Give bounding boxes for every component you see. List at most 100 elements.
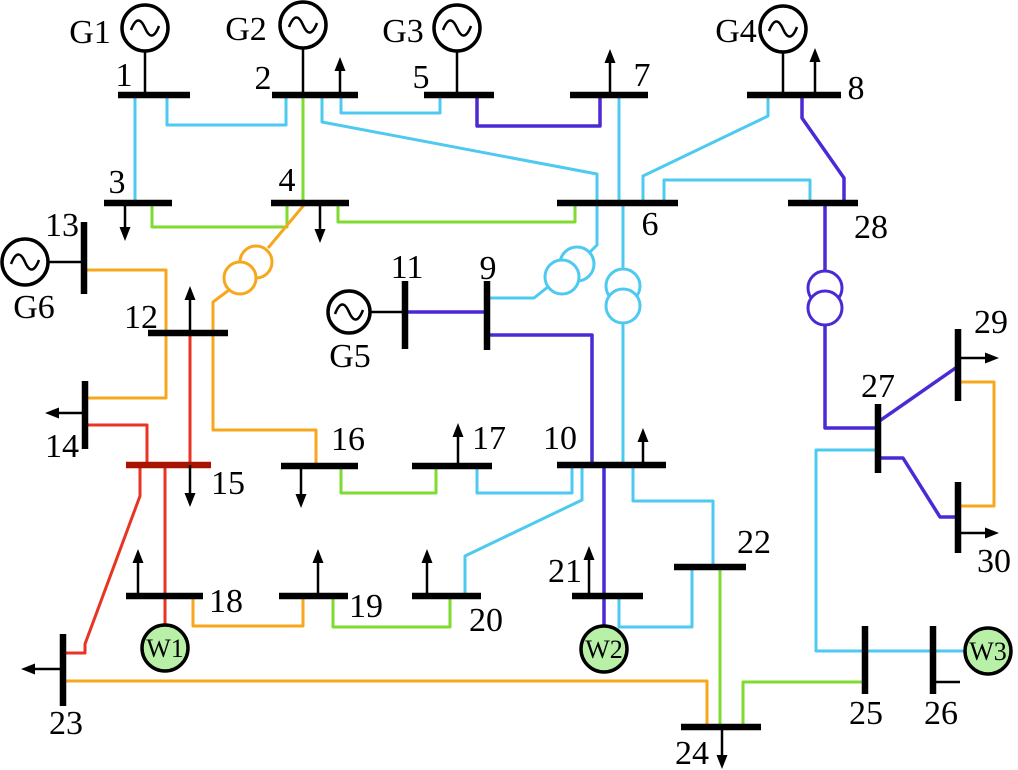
load-arrow-bus-15-head — [184, 493, 196, 507]
load-arrow-bus-23-head — [21, 663, 35, 675]
load-arrow-bus-30-head — [985, 527, 999, 539]
line-12-14 — [88, 333, 168, 400]
bus-label-23: 23 — [49, 705, 83, 742]
bus-label-8: 8 — [848, 70, 865, 107]
bus-label-4: 4 — [279, 162, 296, 199]
bus-label-22: 22 — [737, 524, 771, 561]
line-16-17 — [339, 466, 438, 495]
line-4-6 — [336, 203, 577, 224]
line-14-15 — [88, 423, 149, 465]
load-arrow-bus-4-head — [314, 229, 326, 243]
bus-label-26: 26 — [924, 695, 958, 732]
bus-label-17: 17 — [472, 420, 506, 457]
generator-G6-sine-icon — [9, 253, 41, 271]
bus-label-30: 30 — [977, 543, 1011, 580]
wind-generator-label-W2: W2 — [585, 635, 623, 664]
generator-label-G5: G5 — [329, 338, 371, 375]
wind-generator-W2-circle — [579, 624, 629, 674]
bus-label-18: 18 — [209, 583, 243, 620]
load-arrow-bus-17-head — [452, 423, 464, 437]
load-arrow-bus-10-head — [637, 428, 649, 442]
line-19-20 — [331, 596, 452, 629]
generator-G5-sine-icon — [333, 303, 365, 321]
generator-label-G2: G2 — [225, 11, 267, 48]
bus-label-19: 19 — [349, 588, 383, 625]
load-arrow-bus-3-head — [119, 227, 131, 241]
load-arrow-bus-24-head — [716, 755, 728, 769]
transformer-4-12-coil-2 — [222, 260, 258, 296]
load-arrow-bus-19-head — [312, 549, 324, 563]
generator-G2-sine-icon — [287, 16, 319, 34]
bus-label-14: 14 — [45, 428, 79, 465]
bus-label-7: 7 — [634, 57, 651, 94]
line-13-12 — [87, 268, 168, 333]
wind-generator-W3-circle — [963, 626, 1013, 676]
load-arrow-bus-14-head — [45, 407, 59, 419]
load-arrow-bus-29-head — [985, 352, 999, 364]
line-9-6-transformer-leg-a — [487, 284, 550, 300]
bus-label-27: 27 — [861, 368, 895, 405]
generator-label-G3: G3 — [382, 13, 424, 50]
generator-label-G6: G6 — [13, 289, 55, 326]
bus-label-3: 3 — [109, 164, 126, 201]
load-arrow-bus-12-head — [184, 286, 196, 300]
bus-label-15: 15 — [211, 465, 245, 502]
line-12-16 — [211, 333, 318, 466]
line-10-20 — [463, 465, 584, 596]
bus-label-2: 2 — [255, 60, 272, 97]
generator-G4-sine-icon — [767, 20, 799, 38]
bus-label-5: 5 — [413, 59, 430, 96]
line-9-10 — [487, 333, 594, 465]
line-9-6-transformer-leg-b — [588, 203, 599, 254]
bus-label-11: 11 — [391, 249, 424, 286]
bus-label-24: 24 — [675, 735, 709, 770]
load-arrow-bus-20-head — [421, 549, 433, 563]
bus-label-1: 1 — [116, 57, 133, 94]
transformer-28-27-coil-2 — [806, 289, 844, 327]
load-arrow-bus-21-head — [583, 546, 595, 560]
transformer-9-6-coil-2 — [543, 258, 581, 296]
line-4-12-transformer-leg-a — [266, 204, 306, 249]
bus-label-13: 13 — [45, 207, 79, 244]
line-6-8 — [641, 95, 770, 203]
bus-label-16: 16 — [331, 421, 365, 458]
generator-label-G1: G1 — [69, 14, 111, 51]
generator-label-G4: G4 — [715, 13, 757, 50]
load-arrow-bus-16-head — [295, 494, 307, 508]
load-arrow-bus-2-head — [334, 57, 346, 71]
line-24-25 — [741, 680, 865, 727]
line-27-30 — [878, 456, 957, 519]
load-arrow-bus-7-head — [604, 49, 616, 63]
bus-label-25: 25 — [849, 695, 883, 732]
load-arrow-bus-8-head — [809, 48, 821, 62]
line-18-19 — [191, 596, 305, 628]
line-2-5 — [339, 95, 442, 115]
bus-label-28: 28 — [854, 209, 888, 246]
bus-label-10: 10 — [543, 420, 577, 457]
wind-generator-W1-circle — [140, 623, 190, 673]
line-8-28 — [800, 95, 846, 203]
bus-label-12: 12 — [124, 299, 158, 336]
line-21-22 — [617, 567, 694, 629]
line-27-29 — [877, 365, 958, 424]
line-10-22 — [631, 465, 715, 567]
line-3-4 — [150, 203, 289, 229]
line-15-23 — [66, 465, 142, 655]
line-29-30 — [958, 380, 996, 508]
line-5-7 — [475, 95, 602, 128]
load-arrow-bus-18-head — [132, 549, 144, 563]
line-27-25-w3 — [814, 448, 965, 653]
line-4-12-transformer-leg-b — [211, 288, 230, 333]
bus-label-29: 29 — [974, 304, 1008, 341]
bus-label-9: 9 — [480, 250, 497, 287]
bus-label-21: 21 — [548, 553, 582, 590]
line-1-2 — [165, 95, 288, 127]
line-10-17 — [475, 465, 574, 495]
generator-G1-sine-icon — [129, 19, 161, 37]
wind-generator-label-W1: W1 — [146, 634, 184, 663]
wind-generator-label-W3: W3 — [969, 637, 1007, 666]
bus-label-20: 20 — [469, 602, 503, 639]
line-6-28 — [662, 178, 812, 203]
